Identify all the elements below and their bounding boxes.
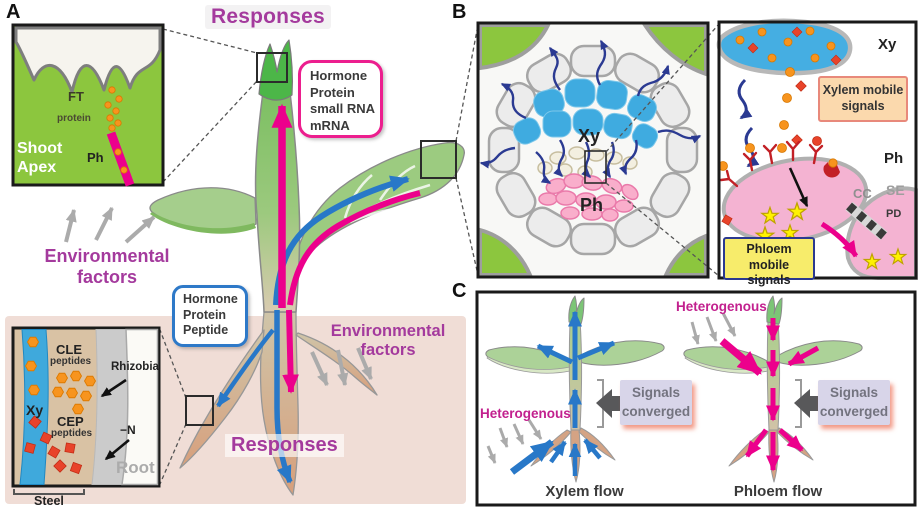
xylem-cells [512, 78, 659, 149]
left-leaf [149, 187, 257, 232]
shoot-apex-title: Shoot Apex [17, 140, 63, 176]
panel-c-label: C [452, 280, 467, 302]
stele-bracket [13, 489, 85, 495]
ft-label: FT [68, 89, 84, 104]
phloem-root-arrow [282, 309, 299, 394]
cell-inset [716, 18, 918, 280]
shoot-tip [258, 39, 293, 101]
inset-xy-label: Xy [878, 36, 897, 53]
hetero-arrows-top [690, 312, 737, 345]
phloem-flow-plant [683, 295, 863, 483]
responses-top-label: Responses [205, 5, 331, 29]
responses-bottom-label: Responses [225, 434, 344, 457]
shoot-apex-inset [11, 23, 165, 187]
xylem-lateral-arrow [216, 328, 275, 408]
converged-arrow-left [596, 389, 620, 418]
signals-converged-left-box: Signals converged [620, 380, 692, 425]
inset-ph-label: Ph [884, 150, 904, 167]
panel-b-artwork [476, 18, 918, 280]
outer-band [121, 328, 159, 486]
xylem-flow-plant [485, 295, 665, 483]
phloem-channel [106, 131, 135, 187]
phloem-transfer-arrow [820, 221, 859, 258]
xylem-flow-arrows [509, 310, 616, 476]
rhizobia-label: Rhizobia [111, 361, 159, 373]
heterogenous-left-label: Heterogenous [480, 406, 571, 421]
panel-b-label: B [452, 1, 467, 23]
signal-transduction-arrow [788, 167, 809, 208]
cc-label: CC [853, 186, 872, 201]
signals-converged-right-box: Signals converged [818, 380, 890, 425]
cep-peptides-label: peptides [51, 428, 93, 439]
cle-peptides-label: peptides [50, 356, 92, 367]
xylem-xy-label: Xy [578, 126, 601, 146]
root-inset [11, 326, 161, 495]
panel-a-label: A [6, 1, 21, 23]
xylem-signal-particles [735, 26, 842, 66]
zoom-rect-b [584, 150, 607, 184]
heterogenous-top-label: Heterogenous [676, 299, 767, 314]
xylem-mobile-signals-box: Xylem mobile signals [818, 76, 908, 122]
phloem-mobile-signals-box: Phloem mobile signals [723, 237, 815, 287]
shoot-ph-label: Ph [87, 150, 104, 165]
panel-a-artwork [5, 23, 479, 504]
ft-protein-dots [104, 86, 128, 174]
root-mobile-signals-box: Hormone Protein Peptide [172, 285, 248, 347]
transport-arrows-a [216, 103, 421, 484]
pd-label: PD [886, 208, 902, 220]
phloem-flow-label: Phloem flow [733, 483, 823, 500]
shoot-mobile-signals-box: Hormone Protein small RNA mRNA [298, 60, 383, 138]
mobile-signal-arrows [479, 39, 702, 185]
internal-receptor [823, 162, 840, 178]
surrounding-green-tissue [478, 23, 708, 277]
env-factors-upper-label: Environmental factors [44, 246, 170, 287]
cep-label: CEP [57, 414, 84, 429]
rhizobia-arrow [100, 378, 127, 398]
meristem-shape [14, 26, 162, 94]
phloem-flow-arrows [719, 318, 820, 472]
phloem-ph-label: Ph [580, 195, 604, 215]
zoom-rects-a [185, 52, 457, 426]
minus-n-arrow [104, 438, 130, 461]
right-lateral-root [295, 332, 378, 396]
se-label: SE [886, 182, 905, 198]
zoom-dashed-lines [159, 24, 479, 485]
receptors [719, 140, 824, 188]
env-arrows [64, 206, 373, 387]
xylem-flow-label: Xylem flow [545, 483, 624, 500]
root-xy-label: Xy [26, 402, 44, 418]
zoom-dashed-lines-b [605, 23, 720, 277]
stele-label: Steel [34, 494, 64, 508]
plasmodesma-bg [845, 201, 888, 241]
cross-section-border [476, 21, 710, 279]
phloem-leaf-line [287, 190, 421, 306]
falling-particles [777, 67, 807, 153]
root-label: Root [116, 458, 155, 477]
ft-protein-label: protein [57, 113, 91, 124]
cle-label: CLE [56, 342, 82, 357]
converged-arrow-right [794, 389, 818, 418]
hetero-arrows-left [486, 419, 543, 464]
cell-inset-border [717, 20, 918, 280]
env-factors-lower-label: Environmental factors [330, 322, 446, 359]
right-leaf [289, 141, 465, 279]
minus-n-label: −N [120, 423, 136, 437]
